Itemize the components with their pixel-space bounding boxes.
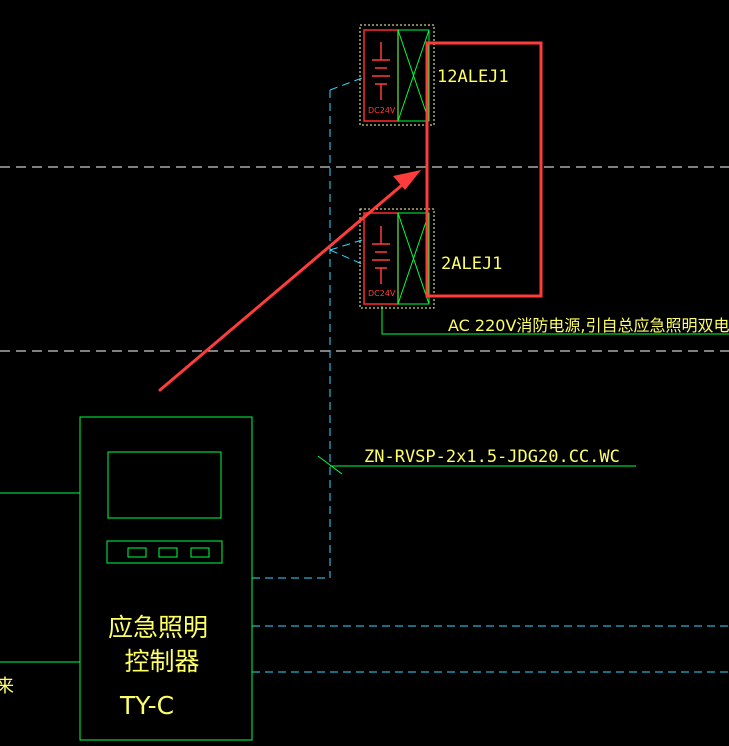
device-voltage-label: DC24V [368,289,396,298]
wiring-branch-top-device [329,77,363,91]
wiring-branch-lower-device [329,249,363,265]
emergency-lighting-controller: 应急照明 控制器 TY-C [79,416,253,741]
controller-name-line1: 应急照明 [108,613,208,642]
controller-display [107,451,222,519]
device-cross-cell [397,212,430,305]
arrow-head-icon [393,170,421,190]
cable-tick-mark [317,455,343,475]
controller-model: TY-C [119,691,174,720]
power-source-text: AC 220V消防电源,引自总应急照明双电源箱 [448,316,729,335]
battery-icon [372,226,390,284]
cross-icon [397,212,430,305]
controller-button [127,547,147,558]
controller-button [190,547,210,558]
device-voltage-label: DC24V [368,106,396,115]
cross-icon [397,29,430,122]
device-frame [359,208,435,309]
arrow-shaft [158,178,410,392]
controller-button-panel [106,540,223,564]
device-frame [359,24,435,126]
wiring-branch-lower-device-2 [329,239,363,251]
highlight-box [425,41,543,298]
power-source-leader [381,306,729,335]
controller-body [79,416,253,741]
device-cross-cell [397,29,430,122]
device-2alej1: DC24V 2ALEJ1 [359,208,502,309]
annotation-arrow [158,170,421,392]
device-12alej1: DC24V 12ALEJ1 [359,24,509,126]
cable-spec-text: ZN-RVSP-2x1.5-JDG20.CC.WC [364,447,620,467]
device-label: 2ALEJ1 [441,254,502,274]
device-label: 12ALEJ1 [437,67,509,87]
battery-icon [372,42,390,100]
controller-name-line2: 控制器 [124,647,199,676]
left-edge-text: 来 [0,676,14,697]
controller-button [158,547,178,558]
